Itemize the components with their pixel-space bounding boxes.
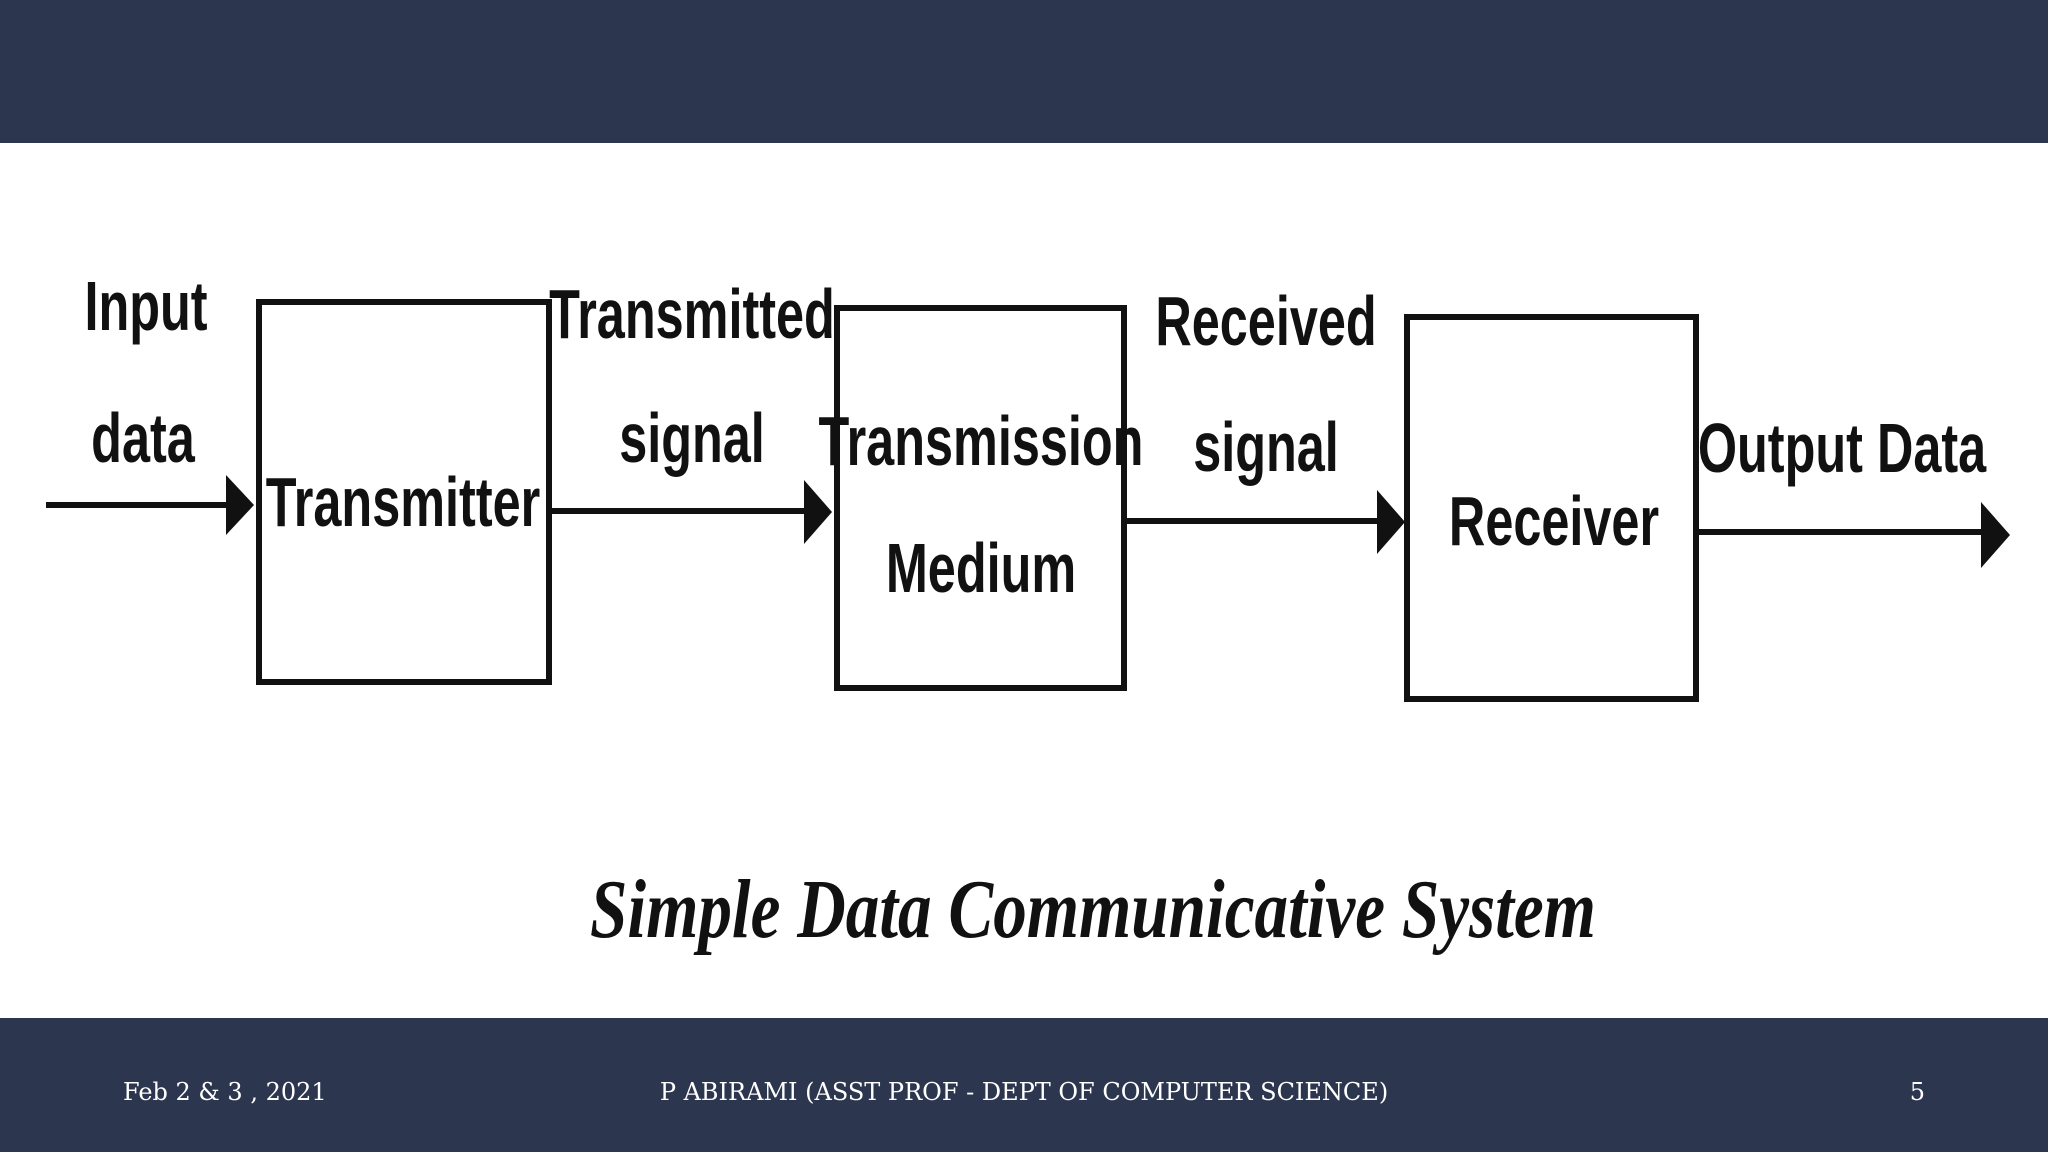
output-arrow-head xyxy=(1981,502,2010,568)
received-signal-arrow-head xyxy=(1377,490,1405,554)
receiver-box xyxy=(1404,314,1699,702)
medium-label-line2: Medium xyxy=(886,529,1076,607)
header-band xyxy=(0,0,2048,143)
slide-body xyxy=(0,143,2048,1018)
footer-author: P ABIRAMI (ASST PROF - DEPT OF COMPUTER … xyxy=(659,1078,1389,1106)
receiver-label: Receiver xyxy=(1449,482,1659,560)
received-signal-label-line1: Received xyxy=(1155,282,1376,360)
input-arrow-head xyxy=(226,475,254,535)
diagram-caption: Simple Data Communicative System xyxy=(590,863,1596,956)
input-data-label-line1: Input xyxy=(84,267,207,345)
transmitter-box xyxy=(256,299,552,685)
transmitter-label: Transmitter xyxy=(266,463,540,541)
medium-label-line1: Transmission xyxy=(819,402,1144,480)
output-data-label: Output Data xyxy=(1698,409,1987,487)
transmitted-signal-label-line2: signal xyxy=(619,399,765,477)
transmitted-signal-label-line1: Transmitted xyxy=(549,275,835,353)
communication-diagram: Input data Transmitted signal Received s… xyxy=(46,267,2010,956)
transmitted-signal-arrow-head xyxy=(804,480,832,544)
page-number: 5 xyxy=(1909,1078,1925,1106)
received-signal-label-line2: signal xyxy=(1193,408,1339,486)
footer-date: Feb 2 & 3 , 2021 xyxy=(123,1078,327,1106)
input-data-label-line2: data xyxy=(91,399,196,477)
medium-box xyxy=(834,305,1127,691)
footer-band: Feb 2 & 3 , 2021 P ABIRAMI (ASST PROF - … xyxy=(0,1018,2048,1152)
